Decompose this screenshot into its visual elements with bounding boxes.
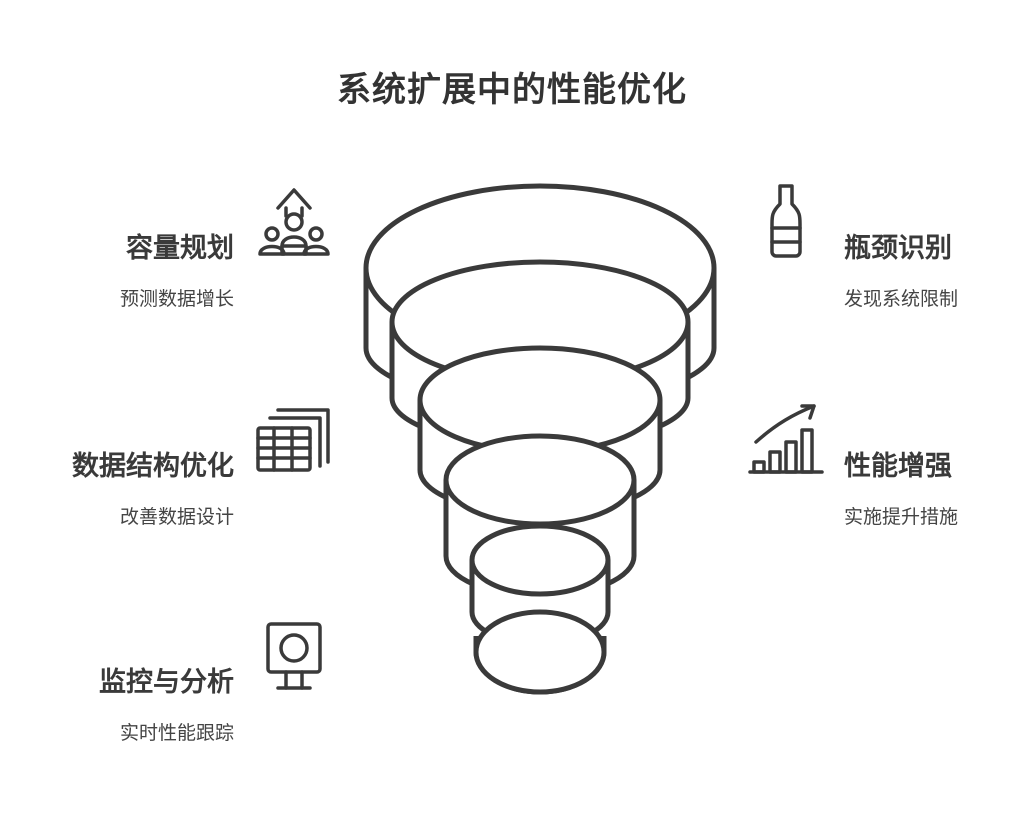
- page-title: 系统扩展中的性能优化: [337, 70, 687, 110]
- capacity-planning-label: 容量规划: [126, 233, 234, 264]
- bottleneck-identification-desc: 发现系统限制: [844, 288, 959, 310]
- bottleneck-identification-label: 瓶颈识别: [844, 233, 952, 264]
- monitoring-analysis-desc: 实时性能跟踪: [119, 722, 234, 744]
- funnel-tier-6: [473, 609, 607, 695]
- growth-chart-icon: [748, 404, 824, 478]
- data-structure-optimization-desc: 改善数据设计: [119, 506, 234, 528]
- table-stack-icon: [256, 406, 332, 480]
- monitor-icon: [266, 622, 324, 696]
- performance-enhancement-desc: 实施提升措施: [844, 506, 959, 528]
- monitoring-analysis-label: 监控与分析: [99, 667, 234, 698]
- performance-enhancement-label: 性能增强: [844, 451, 952, 482]
- data-structure-optimization-label: 数据结构优化: [72, 451, 234, 482]
- bottle-icon: [768, 184, 804, 262]
- people-growth-icon: [258, 186, 332, 264]
- capacity-planning-desc: 预测数据增长: [119, 288, 234, 310]
